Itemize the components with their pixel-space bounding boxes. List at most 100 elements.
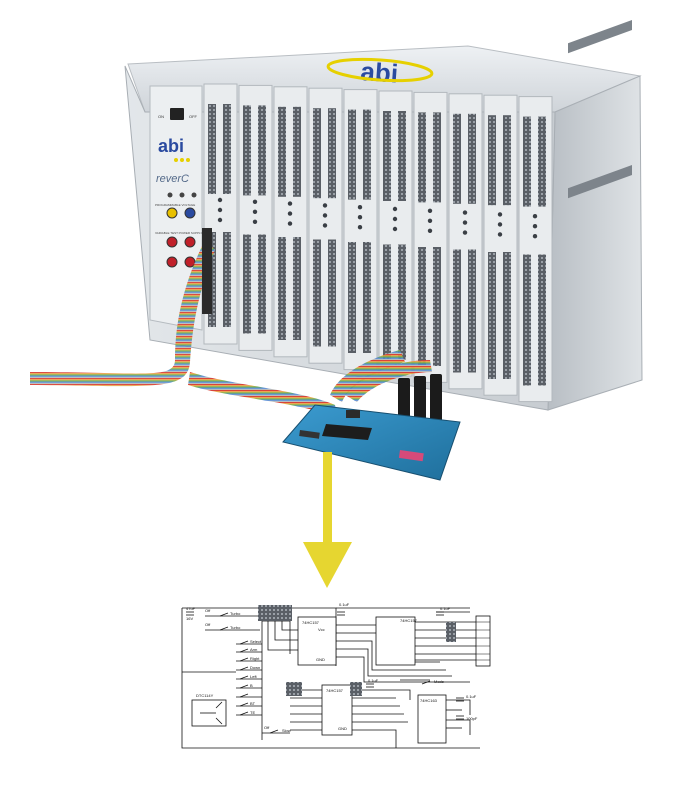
control-panel-plate (149, 85, 203, 331)
transistor-label: DTC114Y (196, 693, 214, 698)
arrow-head (303, 542, 352, 588)
card-connector (433, 247, 441, 366)
card-connector (398, 244, 406, 360)
card-connector (278, 106, 286, 197)
card-connector (468, 113, 476, 204)
chip-3 (321, 684, 353, 736)
card-connector (258, 234, 266, 334)
instrument-card (238, 84, 273, 351)
instrument-card (308, 87, 343, 364)
pin-header-4 (350, 682, 362, 696)
card-socket (322, 203, 328, 208)
dip-switch[interactable] (398, 450, 424, 462)
card-connector (363, 109, 371, 200)
chip-1 (297, 616, 337, 666)
pin-header-3 (286, 682, 302, 696)
pcb-header (299, 430, 320, 439)
chip-4 (417, 694, 447, 744)
switch-turbo-a: Turbo (230, 611, 241, 616)
chip1-label: 74HC157 (302, 620, 320, 625)
card-connector (503, 115, 511, 206)
instrument-card (343, 89, 378, 371)
card-socket (287, 221, 293, 226)
card-socket (322, 223, 328, 228)
instrument-card (273, 86, 308, 358)
card-socket (287, 201, 293, 206)
panel-logo: abi (158, 136, 184, 156)
panel-label-supply: VARIABLE TEST POWER SUPPLY (155, 231, 202, 235)
card-socket (497, 232, 503, 237)
output-connector (475, 615, 491, 667)
card-connector (418, 247, 426, 366)
card-connector (433, 112, 441, 203)
switch-down: Down (250, 665, 260, 670)
cap3-label: 0.1uF (440, 606, 451, 611)
card-connector (538, 116, 546, 207)
card-connector (243, 234, 251, 334)
red-terminal-1[interactable] (166, 236, 178, 248)
cap1-label: 47uF (186, 606, 196, 611)
red-terminal-2[interactable] (184, 236, 196, 248)
card-socket (217, 207, 223, 213)
yellow-terminal[interactable] (166, 207, 178, 219)
card-socket (532, 214, 538, 219)
card-socket (392, 226, 398, 232)
card-connector (258, 105, 266, 196)
card-connector (453, 113, 461, 204)
circuit-schematic: 47uF 16V 0.1uF 0.1uF 0.1uF 0.1uF 100pF 7… (181, 602, 491, 749)
instrument-card (448, 93, 483, 390)
card-socket (252, 219, 258, 224)
switch-bt: BT (250, 701, 256, 706)
pin-header-2 (446, 622, 456, 642)
card-connector (243, 105, 251, 196)
card-socket (392, 216, 398, 222)
ribbon-cables (30, 228, 442, 430)
card-socket (427, 228, 433, 233)
card-socket (532, 224, 538, 229)
card-socket (497, 222, 503, 227)
test-clip-2 (414, 376, 426, 428)
card-connector (293, 237, 301, 340)
card-connector (523, 116, 531, 207)
red-terminal-3[interactable] (166, 256, 178, 268)
card-connector (488, 252, 496, 379)
power-switch[interactable] (170, 108, 184, 120)
cable-connector-left (202, 228, 212, 314)
ribbon-cable-right-2 (345, 360, 432, 402)
off-label-a: Off (205, 608, 211, 613)
off-label-c: Off (264, 725, 270, 730)
down-arrow (303, 452, 352, 588)
card-connector (348, 242, 356, 353)
instrument-card (378, 90, 413, 377)
chip1-gnd: GND (316, 657, 325, 662)
switch-slow: Slow (282, 728, 291, 733)
rack-cabinet: abi ON OFF abi reverC PROGRAMMABLE VOLTA… (124, 19, 643, 411)
card-socket (357, 225, 363, 230)
instrument-card (483, 94, 518, 396)
card-socket (532, 234, 538, 239)
switch-right: Right (250, 656, 260, 661)
card-connector (223, 104, 231, 194)
pcb-board (282, 404, 461, 481)
card-connector (468, 249, 476, 373)
card-socket (217, 197, 223, 203)
panel-brand: reverC (156, 173, 189, 185)
switch-off-label: OFF (189, 114, 198, 119)
switch-on-label: ON (158, 114, 164, 119)
card-connector (503, 252, 511, 379)
red-terminal-4[interactable] (184, 256, 196, 268)
pcb-chip (322, 424, 372, 440)
instrument-card (518, 96, 553, 403)
test-clip-3 (430, 374, 442, 426)
chip2-label: 74HC157 (400, 618, 418, 623)
card-connector (383, 111, 391, 201)
blue-terminal[interactable] (184, 207, 196, 219)
pcb-connector (346, 410, 360, 418)
card-socket (252, 209, 258, 214)
chip1-vcc: Vcc (318, 627, 325, 632)
off-label-b: Off (205, 622, 211, 627)
switch-select: Select (250, 639, 262, 644)
card-socket (497, 212, 503, 217)
switch-b: B (250, 683, 253, 688)
card-socket (357, 215, 363, 220)
